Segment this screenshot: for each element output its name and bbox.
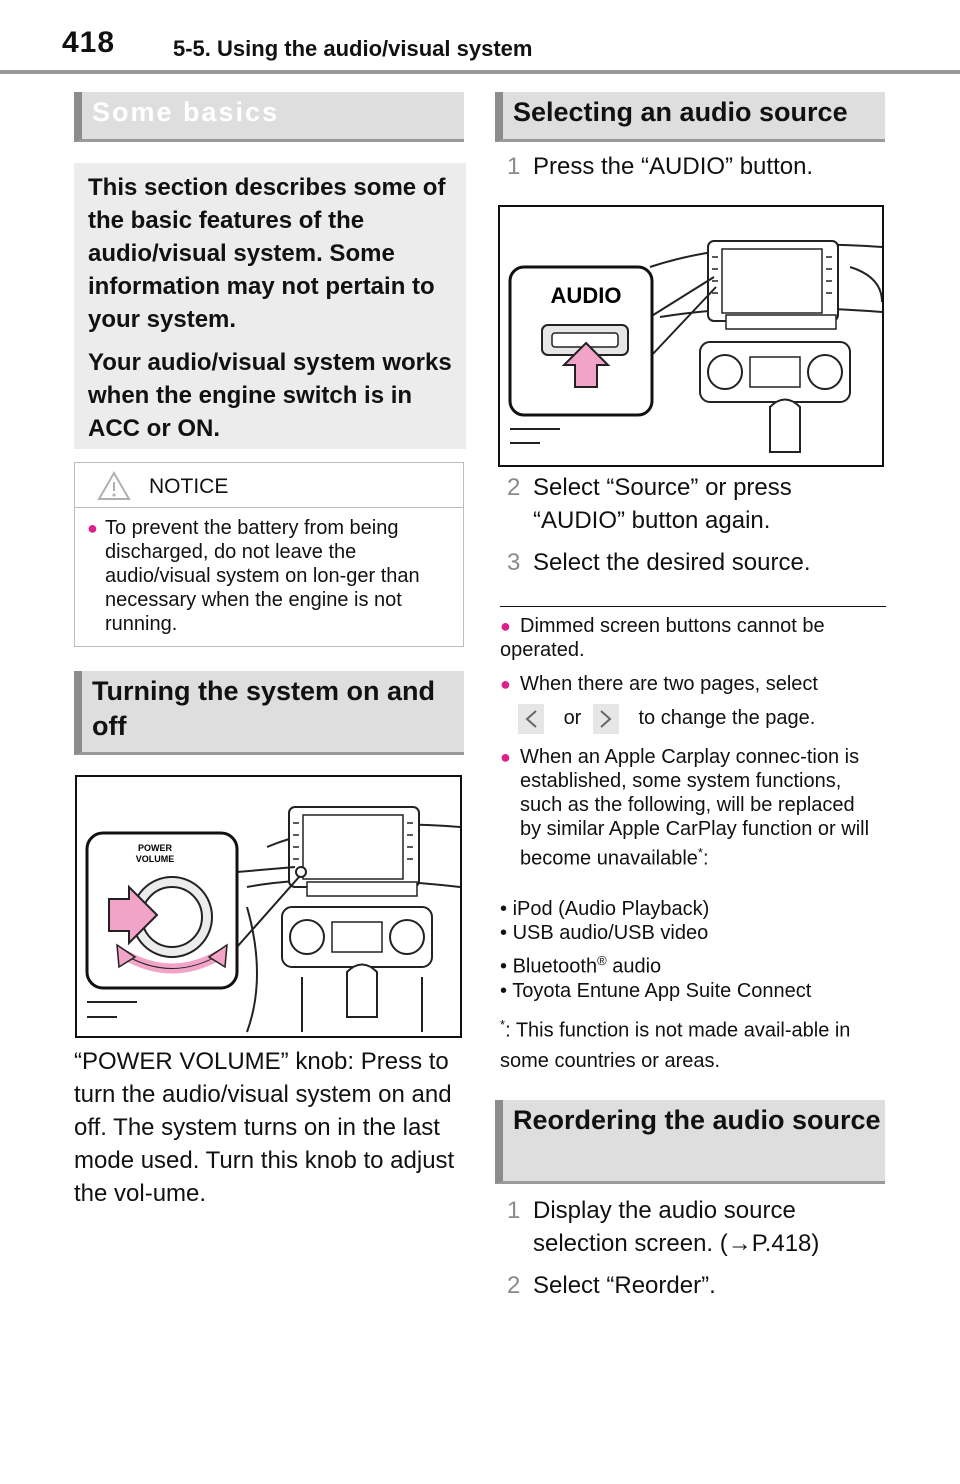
step-text: Select the desired source. [533, 549, 811, 576]
bullet-icon: ● [87, 518, 98, 538]
notes-divider [500, 606, 886, 607]
section-title: 5-5. Using the audio/visual system [173, 36, 533, 61]
audio-button-figure: AUDIO [498, 205, 884, 467]
notice-header: NOTICE [75, 463, 463, 508]
step-number: 3 [507, 549, 521, 576]
heading-turning-on-off: Turning the system on and off [74, 671, 464, 755]
reorder-step-2: 2 Select “Reorder”. [507, 1269, 887, 1302]
chevron-right-icon [600, 710, 612, 728]
page-reference-link[interactable]: P.418) [751, 1230, 820, 1257]
note-dimmed: ●Dimmed screen buttons cannot be operate… [500, 615, 825, 661]
page-number: 418 [62, 26, 116, 59]
note-two-pages-buttons: or to change the page. [518, 704, 890, 734]
select-step-3: 3 Select the desired source. [507, 546, 887, 579]
dashboard-audio-illustration: AUDIO [508, 240, 883, 453]
next-page-button[interactable] [592, 704, 619, 734]
unavailable-list: • iPod (Audio Playback) • USB audio/USB … [500, 897, 890, 1003]
notice-body: ● To prevent the battery from being disc… [75, 508, 463, 636]
power-volume-description: “POWER VOLUME” knob: Press to turn the a… [74, 1048, 455, 1207]
figure-label-audio: AUDIO [551, 283, 622, 308]
bullet-icon: ● [500, 674, 511, 694]
figure-label-power: POWER [138, 843, 173, 853]
dashboard-illustration: POWER VOLUME [85, 806, 461, 1033]
power-volume-figure: POWER VOLUME [75, 775, 462, 1038]
step-text: Select “Source” or press “AUDIO” button … [533, 474, 792, 534]
note-carplay: ● When an Apple Carplay connec-tion is e… [500, 746, 870, 870]
step-number: 1 [507, 1197, 521, 1224]
footnote: *: This function is not made avail-able … [500, 1017, 851, 1072]
warning-icon [97, 471, 131, 500]
notice-label: NOTICE [149, 475, 229, 498]
select-step-2: 2 Select “Source” or press “AUDIO” button… [507, 471, 887, 537]
heading-selecting-source: Selecting an audio source [495, 92, 885, 142]
heading-reordering-source: Reordering the audio source [495, 1100, 885, 1184]
list-item: • iPod (Audio Playback) [500, 898, 710, 920]
intro-box: This section describes some of the basic… [74, 163, 466, 449]
note-two-pages: ●When there are two pages, select [500, 673, 818, 695]
step-text: Select “Reorder”. [533, 1272, 716, 1299]
step-text: Press the “AUDIO” button. [533, 153, 814, 180]
step-number: 2 [507, 474, 521, 501]
notice-box: NOTICE ● To prevent the battery from bei… [74, 462, 464, 647]
figure-label-volume: VOLUME [136, 854, 175, 864]
list-item: • USB audio/USB video [500, 922, 709, 944]
step-number: 1 [507, 153, 521, 180]
select-step-1: 1 Press the “AUDIO” button. [507, 150, 887, 183]
intro-paragraph-1: This section describes some of the basic… [88, 174, 446, 333]
notice-text: To prevent the battery from being discha… [105, 517, 420, 635]
heading-some-basics: Some basics [74, 92, 464, 142]
list-item: • Bluetooth® audio [500, 953, 662, 978]
chevron-left-icon [525, 710, 537, 728]
step-number: 2 [507, 1272, 521, 1299]
list-item: • Toyota Entune App Suite Connect [500, 979, 812, 1002]
previous-page-button[interactable] [518, 704, 544, 734]
header-rule [0, 70, 960, 74]
bullet-icon: ● [500, 747, 511, 767]
intro-paragraph-2: Your audio/visual system works when the … [88, 349, 452, 442]
bullet-icon: ● [500, 616, 511, 636]
